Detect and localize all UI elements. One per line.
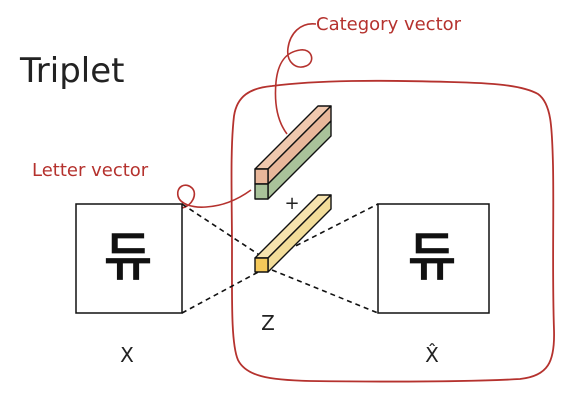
letter-bar-front xyxy=(254,257,269,273)
input-glyph: 듀 xyxy=(104,228,152,288)
letter-vector-label: Letter vector xyxy=(32,160,149,181)
output-label: X̂ xyxy=(425,343,439,367)
category-bar-bottom-front xyxy=(254,183,269,200)
output-glyph: 듀 xyxy=(408,228,456,288)
category-vector-label: Category vector xyxy=(316,14,462,35)
category-vector-pointer xyxy=(274,23,317,135)
plus-sign: + xyxy=(284,193,299,214)
letter-vector-block xyxy=(254,194,332,273)
connector-input-bottom xyxy=(181,269,263,314)
letter-vector-pointer xyxy=(176,184,252,209)
category-vector-block xyxy=(254,105,332,200)
diagram-title: Triplet xyxy=(19,51,124,91)
input-label: X xyxy=(120,343,134,367)
category-bar-top-front xyxy=(254,168,269,185)
input-image-box xyxy=(75,203,183,314)
latent-label: Z xyxy=(261,311,275,335)
connector-output-bottom xyxy=(271,269,379,314)
latent-region-outline xyxy=(230,79,555,383)
connector-input-top xyxy=(181,203,265,259)
output-image-box xyxy=(377,203,490,314)
